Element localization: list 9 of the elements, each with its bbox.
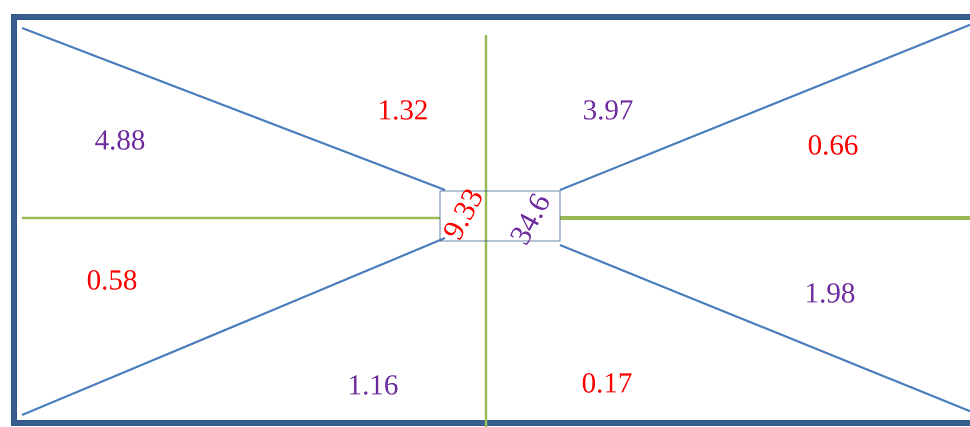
value-label: 0.66 — [808, 135, 858, 155]
value-label: 1.16 — [350, 375, 398, 395]
center-box: 9.33 34.6 — [440, 190, 560, 246]
value-label: 0.17 — [582, 373, 632, 393]
value-label: 1.98 — [807, 283, 854, 303]
value-label: 1.32 — [380, 100, 427, 120]
value-label: 4.88 — [95, 130, 144, 150]
value-label: 0.58 — [88, 270, 136, 290]
value-label: 3.97 — [584, 100, 633, 120]
